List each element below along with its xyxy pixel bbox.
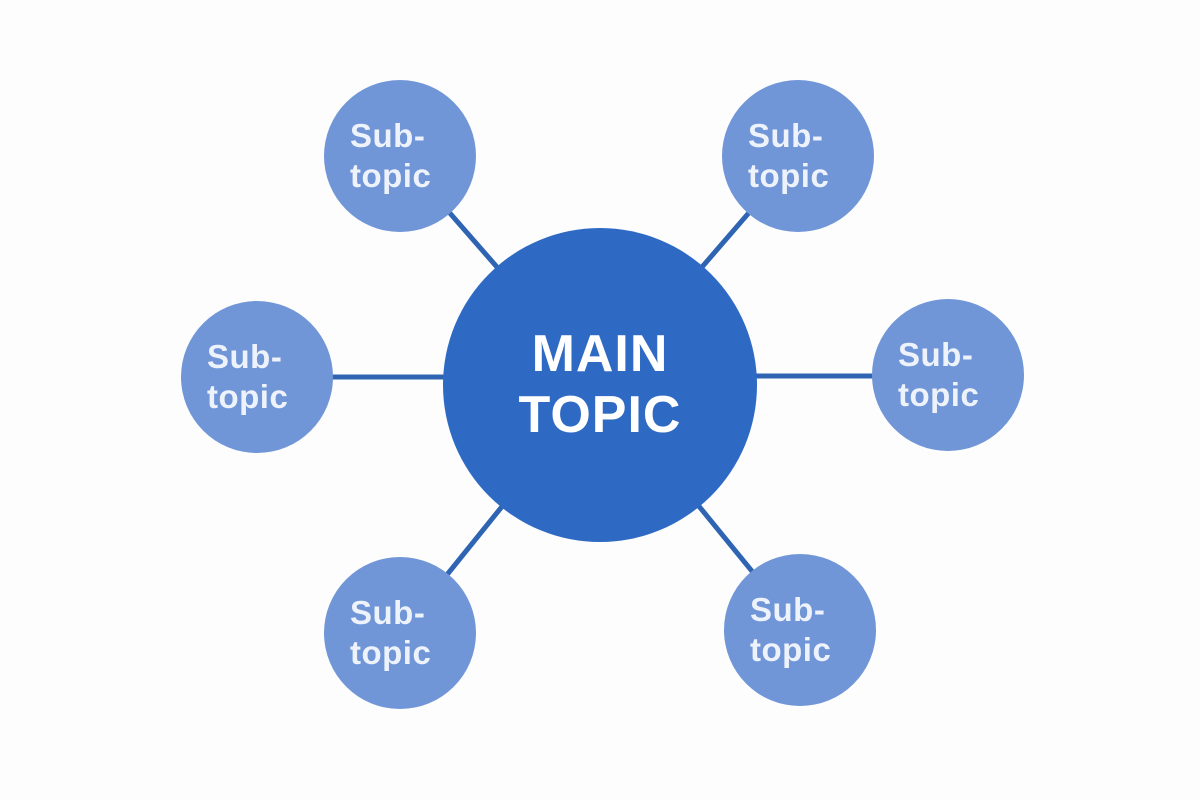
subtopic-node-bottom-right: Sub- topic bbox=[724, 554, 876, 706]
subtopic-label-line1: Sub- bbox=[350, 593, 426, 631]
subtopic-label-line2: topic bbox=[350, 157, 432, 194]
main-topic-node: MAIN TOPIC bbox=[443, 228, 757, 542]
subtopic-node-bottom-left: Sub- topic bbox=[324, 557, 476, 709]
subtopic-label-line2: topic bbox=[748, 157, 830, 194]
subtopic-label-line2: topic bbox=[350, 634, 432, 671]
subtopic-label-line1: Sub- bbox=[898, 335, 974, 373]
subtopic-label-line2: topic bbox=[207, 378, 289, 415]
subtopic-label-line1: Sub- bbox=[350, 116, 426, 154]
subtopic-node-right: Sub- topic bbox=[872, 299, 1024, 451]
subtopic-label-line2: topic bbox=[898, 376, 980, 413]
subtopic-label-line1: Sub- bbox=[207, 337, 283, 375]
main-topic-label-line2: TOPIC bbox=[518, 386, 682, 444]
subtopic-label-line1: Sub- bbox=[750, 590, 826, 628]
main-topic-label-line1: MAIN bbox=[531, 324, 669, 383]
subtopic-label-line2: topic bbox=[750, 631, 832, 668]
subtopic-node-top-right: Sub- topic bbox=[722, 80, 874, 232]
subtopic-label-line1: Sub- bbox=[748, 116, 824, 154]
subtopic-node-top-left: Sub- topic bbox=[324, 80, 476, 232]
subtopic-node-left: Sub- topic bbox=[181, 301, 333, 453]
